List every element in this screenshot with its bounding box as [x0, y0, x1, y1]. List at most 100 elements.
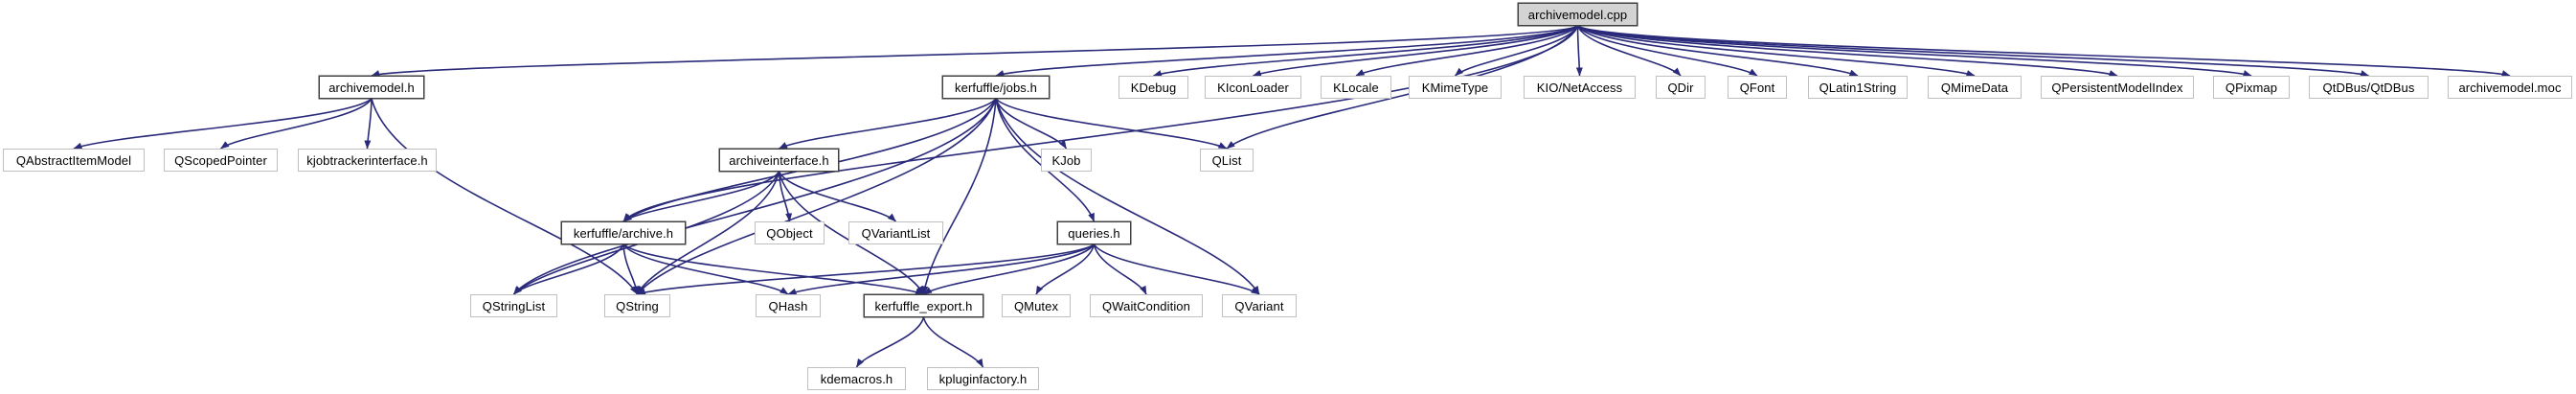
graph-edge-kerfuffle-jobs-h-to-QStringList: [512, 98, 997, 295]
graph-node-QLatin1String[interactable]: QLatin1String: [1808, 76, 1908, 99]
graph-edge-archivemodel-cpp-to-QFont: [1576, 25, 1758, 77]
graph-edge-kerfuffle-jobs-h-to-QVariant: [995, 98, 1260, 295]
graph-edge-queries-h-to-QWaitCondition: [1093, 243, 1147, 295]
graph-node-QStringList[interactable]: QStringList: [470, 294, 557, 317]
graph-node-label: kerfuffle/archive.h: [573, 225, 674, 241]
graph-node-label: QFont: [1739, 80, 1775, 95]
graph-edge-kerfuffle-jobs-h-to-KJob: [995, 98, 1068, 150]
graph-node-QObject[interactable]: QObject: [755, 221, 825, 244]
graph-node-KIO-NetAccess[interactable]: KIO/NetAccess: [1524, 76, 1636, 99]
graph-node-label: archiveinterface.h: [729, 152, 829, 168]
graph-node-archivemodel-moc[interactable]: archivemodel.moc: [2448, 76, 2572, 99]
graph-edge-kerfuffle-archive-h-to-QHash: [622, 243, 789, 295]
graph-node-label: QScopedPointer: [174, 152, 267, 168]
graph-node-KMimeType[interactable]: KMimeType: [1409, 76, 1502, 99]
graph-node-label: archivemodel.moc: [2458, 80, 2562, 95]
graph-node-label: kerfuffle/jobs.h: [955, 80, 1037, 95]
graph-node-QMimeData[interactable]: QMimeData: [1928, 76, 2022, 99]
graph-edge-archivemodel-cpp-to-kerfuffle-jobs-h: [995, 25, 1578, 77]
graph-node-label: KJob: [1051, 152, 1081, 168]
graph-node-label: QtDBus/QtDBus: [2322, 80, 2415, 95]
graph-node-QString[interactable]: QString: [604, 294, 670, 317]
graph-node-QPixmap[interactable]: QPixmap: [2213, 76, 2290, 99]
graph-node-QPersistentModelIndex[interactable]: QPersistentModelIndex: [2041, 76, 2194, 99]
graph-node-label: QMimeData: [1940, 80, 2009, 95]
graph-node-label: kjobtrackerinterface.h: [306, 152, 428, 168]
graph-edge-archivemodel-cpp-to-archivemodel-h: [371, 25, 1578, 77]
graph-edge-queries-h-to-kerfuffle-export-h: [923, 243, 1096, 295]
graph-node-archiveinterface-h[interactable]: archiveinterface.h: [719, 149, 839, 172]
graph-edge-kerfuffle-jobs-h-to-archiveinterface-h: [779, 98, 997, 150]
graph-edge-archiveinterface-h-to-QObject: [778, 171, 793, 222]
graph-node-label: QVariantList: [861, 225, 931, 241]
graph-edge-kerfuffle-export-h-to-kpluginfactory-h: [922, 316, 984, 368]
graph-node-KJob[interactable]: KJob: [1041, 149, 1092, 172]
graph-edge-archivemodel-cpp-to-KLocale: [1355, 25, 1579, 77]
graph-edge-archivemodel-cpp-to-kerfuffle-archive-h: [622, 25, 1579, 222]
graph-node-label: KIconLoader: [1217, 80, 1289, 95]
graph-node-kerfuffle-jobs-h[interactable]: kerfuffle/jobs.h: [942, 76, 1050, 99]
graph-edge-archivemodel-cpp-to-QDir: [1576, 25, 1682, 77]
graph-node-label: QString: [616, 298, 659, 313]
graph-node-QList[interactable]: QList: [1200, 149, 1254, 172]
graph-node-kerfuffle-export-h[interactable]: kerfuffle_export.h: [864, 294, 983, 317]
graph-node-QAbstractItemModel[interactable]: QAbstractItemModel: [3, 149, 145, 172]
graph-node-label: KDebug: [1130, 80, 1177, 95]
graph-node-QScopedPointer[interactable]: QScopedPointer: [164, 149, 278, 172]
graph-node-label: QObject: [766, 225, 813, 241]
graph-node-kdemacros-h[interactable]: kdemacros.h: [807, 367, 906, 390]
graph-edge-archivemodel-cpp-to-QPersistentModelIndex: [1577, 25, 2118, 77]
graph-node-QVariantList[interactable]: QVariantList: [848, 221, 943, 244]
graph-node-label: QMutex: [1013, 298, 1059, 313]
graph-node-QHash[interactable]: QHash: [756, 294, 821, 317]
graph-edge-archivemodel-cpp-to-QList: [1226, 25, 1579, 150]
graph-node-label: kerfuffle_export.h: [874, 298, 973, 313]
graph-node-QtDBus-QtDBus[interactable]: QtDBus/QtDBus: [2309, 76, 2429, 99]
graph-node-kpluginfactory-h[interactable]: kpluginfactory.h: [927, 367, 1039, 390]
graph-node-label: archivemodel.cpp: [1527, 7, 1628, 22]
graph-node-QFont[interactable]: QFont: [1728, 76, 1787, 99]
graph-edge-kerfuffle-jobs-h-to-QString: [636, 98, 997, 295]
graph-node-label: kpluginfactory.h: [938, 371, 1028, 386]
graph-node-QMutex[interactable]: QMutex: [1002, 294, 1071, 317]
graph-edge-kerfuffle-jobs-h-to-kerfuffle-export-h: [921, 98, 997, 295]
graph-node-archivemodel-h[interactable]: archivemodel.h: [319, 76, 424, 99]
graph-edge-archiveinterface-h-to-kerfuffle-archive-h: [622, 171, 780, 222]
graph-node-kerfuffle-archive-h[interactable]: kerfuffle/archive.h: [561, 221, 686, 244]
graph-edge-queries-h-to-QVariant: [1093, 243, 1260, 295]
graph-node-KIconLoader[interactable]: KIconLoader: [1205, 76, 1301, 99]
graph-node-label: queries.h: [1068, 225, 1120, 241]
graph-node-archivemodel-cpp[interactable]: archivemodel.cpp: [1518, 3, 1638, 26]
graph-edge-kerfuffle-export-h-to-kdemacros-h: [855, 316, 925, 368]
graph-edge-archiveinterface-h-to-QString: [636, 171, 780, 295]
graph-node-label: archivemodel.h: [328, 80, 415, 95]
graph-edge-archiveinterface-h-to-QVariantList: [778, 171, 897, 222]
graph-node-label: QStringList: [482, 298, 546, 313]
graph-node-queries-h[interactable]: queries.h: [1057, 221, 1131, 244]
graph-node-label: KMimeType: [1421, 80, 1489, 95]
graph-edge-archivemodel-h-to-QAbstractItemModel: [73, 98, 373, 150]
graph-node-KDebug[interactable]: KDebug: [1119, 76, 1188, 99]
graph-node-label: KIO/NetAccess: [1536, 80, 1623, 95]
graph-node-label: QLatin1String: [1819, 80, 1897, 95]
graph-node-label: QPixmap: [2225, 80, 2278, 95]
graph-edge-kerfuffle-archive-h-to-QString: [622, 243, 640, 295]
graph-edge-archivemodel-cpp-to-QLatin1String: [1576, 25, 1859, 77]
graph-edge-queries-h-to-QHash: [787, 243, 1096, 295]
graph-node-label: QWaitCondition: [1102, 298, 1190, 313]
graph-node-label: QVariant: [1234, 298, 1284, 313]
graph-node-QWaitCondition[interactable]: QWaitCondition: [1090, 294, 1203, 317]
graph-node-QDir[interactable]: QDir: [1656, 76, 1706, 99]
graph-node-KLocale[interactable]: KLocale: [1321, 76, 1391, 99]
graph-node-kjobtrackerinterface-h[interactable]: kjobtrackerinterface.h: [298, 149, 437, 172]
graph-edge-queries-h-to-QString: [637, 243, 1095, 295]
graph-edge-archivemodel-cpp-to-QMimeData: [1577, 25, 1976, 77]
graph-node-label: KLocale: [1333, 80, 1379, 95]
graph-node-QVariant[interactable]: QVariant: [1222, 294, 1297, 317]
graph-node-label: QDir: [1667, 80, 1694, 95]
graph-edge-archivemodel-h-to-kjobtrackerinterface-h: [364, 98, 373, 150]
graph-edge-archivemodel-cpp-to-KIconLoader: [1253, 25, 1578, 77]
graph-edge-archivemodel-h-to-QScopedPointer: [220, 98, 373, 150]
graph-node-label: QList: [1211, 152, 1242, 168]
